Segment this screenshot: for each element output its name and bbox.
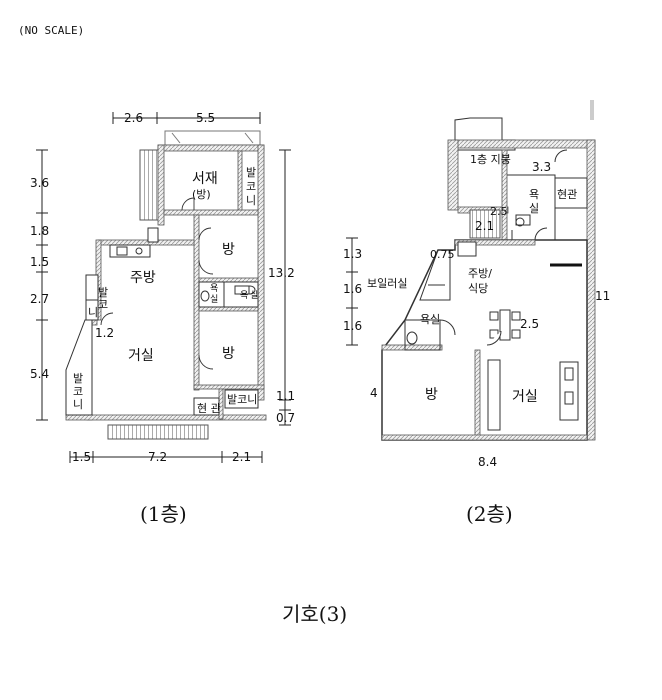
plan1-room-b-label: 방 bbox=[222, 346, 235, 362]
plan2-room-label: 방 bbox=[425, 387, 438, 403]
plan2-left-dim-line bbox=[346, 237, 358, 346]
plan1-top-dim-line bbox=[112, 112, 261, 124]
plan1-kitchen-counter bbox=[109, 227, 159, 258]
plan1-canopy bbox=[164, 130, 261, 146]
plan1-balcony-small-3: 니 bbox=[88, 306, 98, 319]
plan-second-floor: 1.3 1.6 1.6 1층 지붕 3.3 욕 실 현관 2.5 2.1 0.7… bbox=[343, 100, 610, 469]
plan1-balcony-small-1: 발 bbox=[98, 286, 108, 299]
plan1-study-sub: (방) bbox=[192, 188, 211, 201]
plan1-bath-1: 욕 bbox=[210, 283, 218, 294]
plan1-doors bbox=[100, 197, 214, 370]
plan1-living-label: 거실 bbox=[128, 348, 154, 364]
plan1-entrance-label: 현 관 bbox=[197, 402, 221, 415]
plan1-dim-left-1: 3.6 bbox=[30, 176, 49, 190]
plan2-roof-label: 1층 지붕 bbox=[470, 153, 511, 166]
plan1-small-balcony bbox=[85, 274, 99, 321]
plan1-dim-top-2: 5.5 bbox=[196, 111, 215, 125]
plan1-bath2-1: 욕 bbox=[240, 290, 248, 301]
plan2-living-label: 거실 bbox=[512, 389, 538, 405]
plan2-dim-left-2: 1.6 bbox=[343, 282, 362, 296]
plan2-dim-left-1: 1.3 bbox=[343, 247, 362, 261]
plan-first-floor: 2.6 5.5 3.6 1.8 1.5 2.7 5.4 bbox=[30, 111, 295, 464]
plan1-right-dim-line bbox=[279, 149, 291, 426]
plan1-balcony-top-1: 발 bbox=[246, 166, 256, 179]
plan2-dim-8-4: 8.4 bbox=[478, 455, 497, 469]
plan1-kitchen-label: 주방 bbox=[130, 270, 156, 286]
plan2-dining-table bbox=[486, 309, 521, 346]
plan1-entrance-box bbox=[193, 397, 220, 416]
plan1-dim-left-4: 2.7 bbox=[30, 292, 49, 306]
plan1-balcony-top-2: 코 bbox=[246, 180, 256, 193]
plan1-balcony-left-2: 코 bbox=[73, 385, 83, 398]
plan1-dim-bottom-1: 1.5 bbox=[72, 450, 91, 464]
plan1-bath-2: 실 bbox=[210, 294, 218, 305]
plan2-right-wall bbox=[586, 139, 596, 441]
plan2-bath-small-label: 욕실 bbox=[420, 313, 440, 326]
plan1-bath-fixtures bbox=[198, 281, 259, 308]
plan2-boiler-area bbox=[404, 249, 456, 351]
plan1-dim-bottom-3: 2.1 bbox=[232, 450, 251, 464]
plan2-bath-2: 실 bbox=[529, 202, 539, 215]
plan1-dim-top-1: 2.6 bbox=[124, 111, 143, 125]
plan1-dim-right-2: 1.1 bbox=[276, 389, 295, 403]
plan2-dim-2-1: 2.1 bbox=[475, 219, 494, 233]
plan1-dim-inner: 1.2 bbox=[95, 326, 114, 340]
plan2-kitchen-1: 주방/ bbox=[468, 267, 492, 280]
plan2-dim-2-5a: 2.5 bbox=[490, 205, 508, 218]
plan1-balcony-left-3: 니 bbox=[73, 398, 83, 411]
plan2-boiler-label: 보일러실 bbox=[367, 276, 407, 290]
plan1-balcony-top-3: 니 bbox=[246, 194, 256, 207]
plan2-entrance-label: 현관 bbox=[557, 188, 577, 201]
plan2-top-wall bbox=[454, 139, 596, 149]
plan2-dim-11: 11 bbox=[595, 289, 610, 303]
plan1-balcony-left-1: 발 bbox=[73, 372, 83, 385]
no-scale-note: (NO SCALE) bbox=[18, 24, 85, 37]
plan2-dim-2-5b: 2.5 bbox=[520, 317, 539, 331]
plan2-kitchen-2: 식당 bbox=[468, 282, 488, 295]
plan1-balcony-small-2: 코 bbox=[98, 298, 108, 311]
plan1-room-a-label: 방 bbox=[222, 242, 235, 258]
plan1-bath2-2: 실 bbox=[250, 290, 258, 301]
plan1-dim-left-3: 1.5 bbox=[30, 255, 49, 269]
plan2-dim-4: 4 bbox=[370, 386, 378, 400]
plan1-stairs-top bbox=[139, 149, 159, 221]
plan1-dim-bottom-2: 7.2 bbox=[148, 450, 167, 464]
first-floor-caption: (1층) bbox=[140, 502, 187, 526]
legend-label: 기호(3) bbox=[282, 602, 348, 626]
plan1-dim-left-2: 1.8 bbox=[30, 224, 49, 238]
plan1-steps-bottom bbox=[107, 424, 209, 440]
plan1-study-label: 서재 bbox=[192, 171, 218, 187]
plan2-sofa bbox=[487, 359, 579, 431]
plan1-dim-right-1: 13.2 bbox=[268, 266, 295, 280]
plan1-dim-right-3: 0.7 bbox=[276, 411, 295, 425]
plan2-dim-3-3: 3.3 bbox=[532, 160, 551, 174]
plan1-dim-left-5: 5.4 bbox=[30, 367, 49, 381]
plan2-dim-0-75: 0.75 bbox=[430, 248, 455, 261]
plan1-balcony-bottom-label: 발코니 bbox=[227, 393, 257, 406]
plan1-left-dim-line bbox=[36, 149, 48, 421]
plan2-dim-left-3: 1.6 bbox=[343, 319, 362, 333]
plan1-bottom-dim-line bbox=[69, 451, 263, 463]
second-floor-caption: (2층) bbox=[466, 502, 513, 526]
plan2-bath-1: 욕 bbox=[529, 188, 539, 201]
plan1-bottom-balcony-box bbox=[224, 389, 259, 409]
